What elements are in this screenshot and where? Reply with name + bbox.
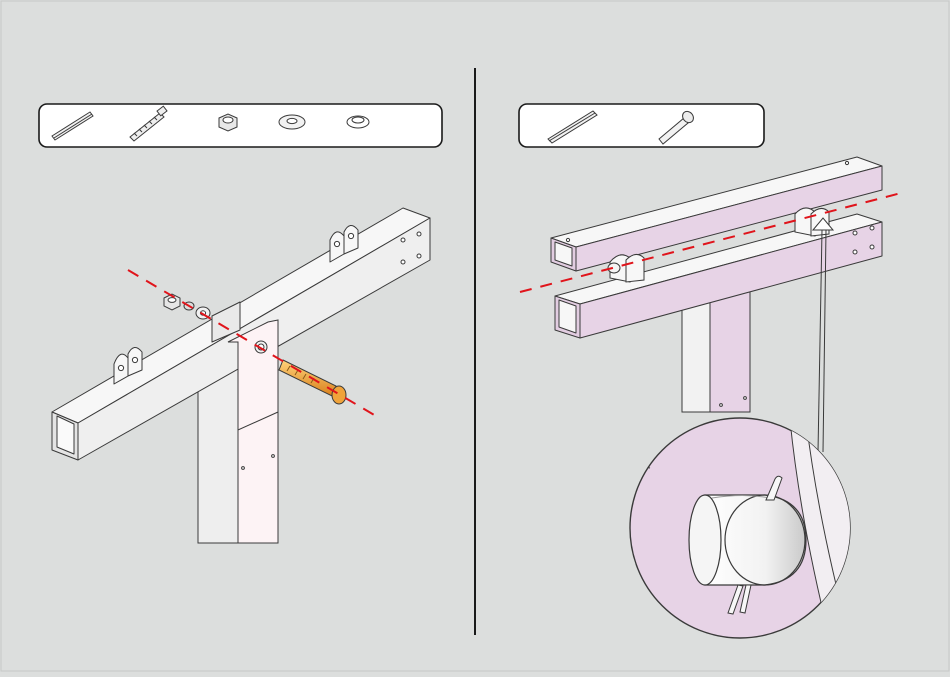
detail-pin: [689, 495, 806, 585]
parts-panel-step-2: [519, 104, 764, 147]
detail-view: [630, 418, 860, 640]
step-2: [519, 104, 905, 640]
step-1: [39, 104, 442, 543]
bolt-exploded: [279, 360, 346, 404]
pivot-bracket-left: [608, 254, 644, 282]
parts-panel-step-1: [39, 104, 442, 147]
hex-nut-icon: [219, 114, 237, 131]
flat-washer-icon: [279, 115, 305, 129]
